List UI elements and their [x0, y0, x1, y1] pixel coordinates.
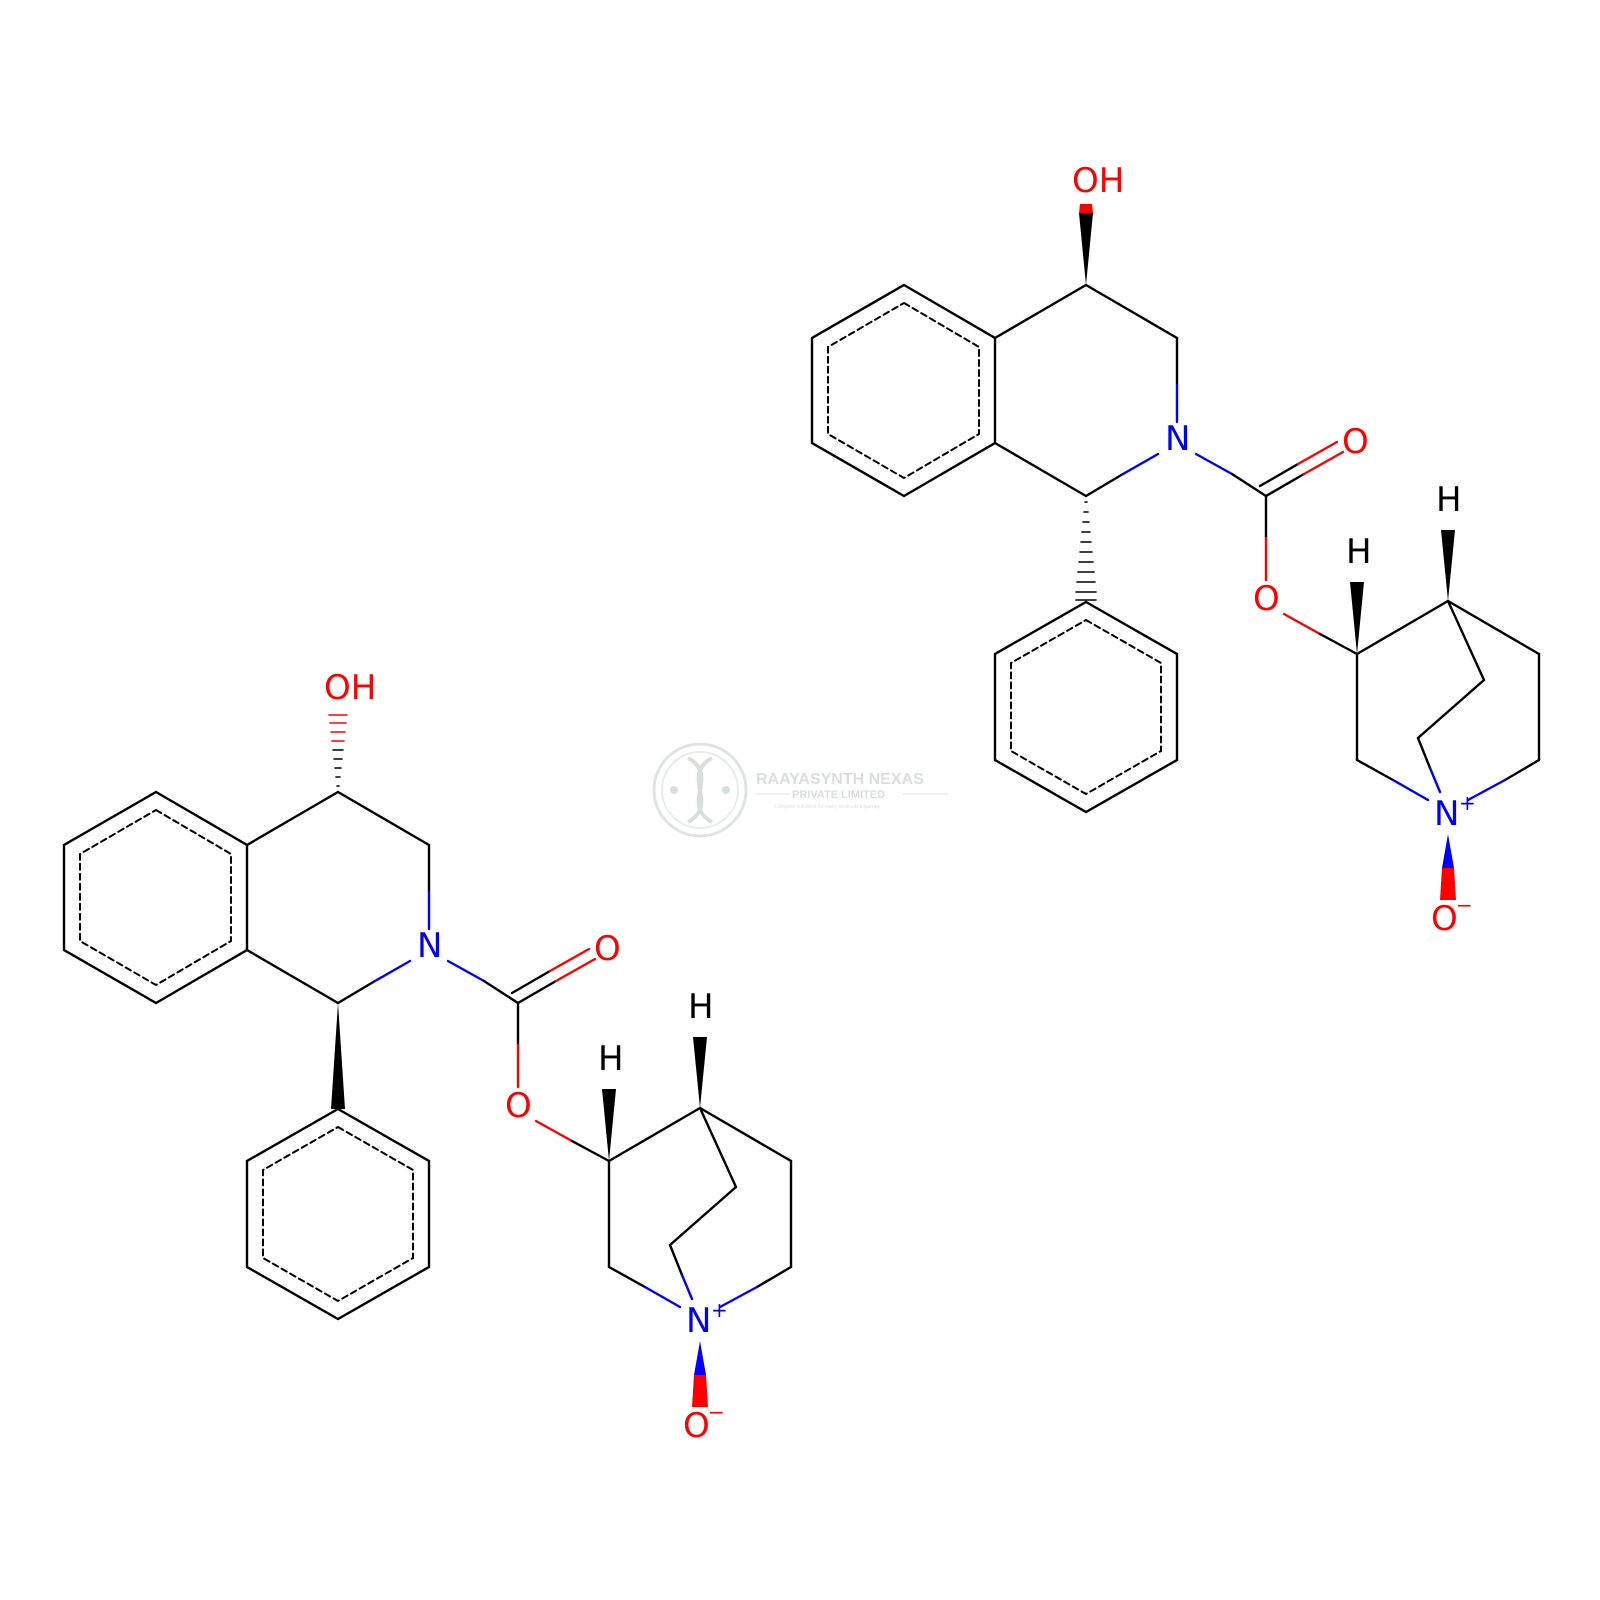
bottom-quat-n-charge: +: [711, 1298, 728, 1322]
top-h-wedge-bridgehead: [1441, 530, 1455, 601]
top-piperidine-ring: [993, 283, 1179, 498]
bottom-piperidine-ring: [245, 790, 431, 1005]
bottom-carbamate: [482, 947, 611, 1163]
top-h-wedge-left: [1350, 582, 1364, 654]
top-oh-wedge-red: [1079, 204, 1093, 213]
bottom-h-wedge-left: [602, 1089, 616, 1161]
watermark-tagline: Complete solutions for every molecule's …: [774, 804, 881, 810]
top-quat-n-bonds: [1391, 766, 1507, 802]
watermark-name: RAAYASYNTH NEXAS: [756, 771, 924, 788]
top-ester-o-label: O: [1253, 579, 1280, 619]
bottom-oh-hash: [328, 714, 348, 787]
bottom-oxide-charge: −: [708, 1400, 725, 1424]
top-noxide-wedge-red: [1440, 868, 1456, 900]
bottom-quinuclidine-cage: [607, 1106, 793, 1289]
top-benzo-ring: [810, 283, 997, 498]
bottom-quat-n-label: N: [686, 1301, 711, 1341]
top-h-left-label: H: [1346, 532, 1372, 572]
top-oh-wedge: [1079, 213, 1093, 285]
molecule-bottom: OH N O O H H N + O −: [62, 668, 793, 1446]
top-carbamate: [1230, 440, 1359, 656]
watermark-subtitle: PRIVATE LIMITED: [792, 789, 885, 801]
dna-helix-icon: [652, 742, 748, 838]
top-phenyl-ring: [993, 600, 1179, 814]
top-quat-n-charge: +: [1459, 791, 1476, 815]
bottom-h-wedge-bridgehead: [693, 1037, 707, 1108]
bottom-carbonyl-o-label: O: [594, 929, 621, 969]
top-quinuclidine-cage: [1355, 599, 1541, 782]
bottom-hydroxyl-label: OH: [324, 668, 376, 708]
bottom-oxide-o-label: O: [683, 1406, 710, 1446]
bottom-noxide-wedge-red: [692, 1375, 708, 1407]
bottom-noxide-wedge-blue: [694, 1341, 706, 1375]
molecule-top: OH N O O H H N + O −: [810, 161, 1541, 939]
top-amide-n-label: N: [1165, 419, 1190, 459]
bottom-phenyl-wedge: [331, 1003, 345, 1109]
bottom-n-bonds: [373, 890, 486, 983]
top-h-bridgehead-label: H: [1436, 480, 1462, 520]
top-carbonyl-o-label: O: [1342, 422, 1369, 462]
bottom-phenyl-ring: [245, 1107, 431, 1321]
top-oxide-o-label: O: [1431, 899, 1458, 939]
top-quat-n-label: N: [1434, 794, 1459, 834]
bottom-ester-o-label: O: [505, 1086, 532, 1126]
watermark: RAAYASYNTH NEXAS PRIVATE LIMITED Complet…: [652, 742, 948, 838]
bottom-h-left-label: H: [598, 1039, 624, 1079]
bottom-quat-n-bonds: [643, 1273, 759, 1309]
bottom-h-bridgehead-label: H: [688, 987, 714, 1027]
top-oxide-charge: −: [1456, 893, 1473, 917]
top-hydroxyl-label: OH: [1072, 161, 1124, 201]
top-noxide-wedge-blue: [1442, 834, 1454, 868]
bottom-amide-n-label: N: [417, 926, 442, 966]
bottom-benzo-ring: [62, 790, 249, 1005]
top-n-bonds: [1121, 383, 1234, 476]
top-phenyl-hash: [1075, 501, 1097, 601]
